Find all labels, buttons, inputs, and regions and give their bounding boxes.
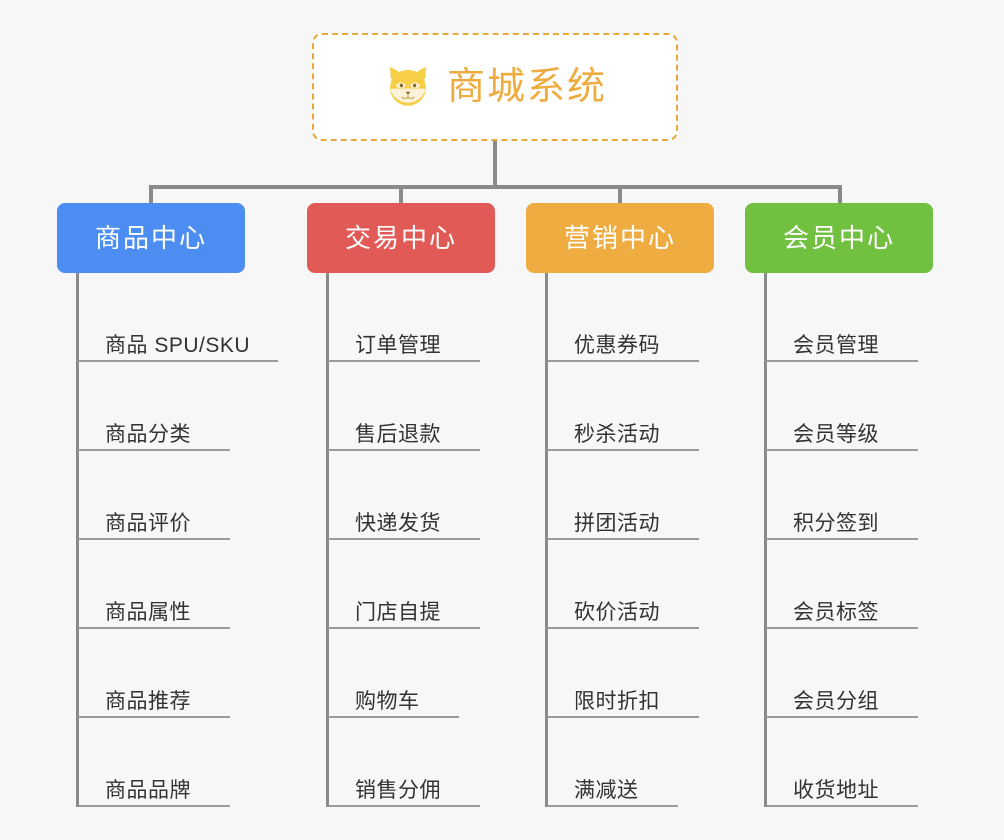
leaf-item-label: 收货地址 [793,779,879,802]
leaf-item-underline [328,449,480,451]
connector-drop-member-center [838,185,842,205]
leaf-item-label: 商品推荐 [105,690,191,713]
leaf-item[interactable]: 会员标签 [766,540,933,629]
leaf-item-label: 秒杀活动 [574,423,660,446]
leaf-item[interactable]: 砍价活动 [547,540,714,629]
leaf-item[interactable]: 售后退款 [328,362,495,451]
leaf-list-marketing-center: 优惠券码秒杀活动拼团活动砍价活动限时折扣满减送 [526,273,714,807]
leaf-item-underline [328,716,459,718]
category-header-label: 会员中心 [782,223,895,253]
leaf-item-label: 积分签到 [793,512,879,535]
leaf-item-label: 满减送 [574,779,639,802]
leaf-item-label: 会员标签 [793,601,879,624]
leaf-item-underline [547,716,699,718]
connector-drop-trade-center [399,185,403,205]
leaf-item-underline [78,805,230,807]
category-header-label: 营销中心 [563,223,676,253]
leaf-item[interactable]: 会员分组 [766,629,933,718]
leaf-item-underline [78,449,230,451]
leaf-item-label: 商品 SPU/SKU [105,334,251,357]
leaf-item-label: 售后退款 [355,423,441,446]
leaf-item-underline [766,360,918,362]
category-header-trade-center[interactable]: 交易中心 [307,203,495,273]
leaf-item-label: 商品品牌 [105,779,191,802]
connector-drop-product-center [149,185,153,205]
leaf-list-product-center: 商品 SPU/SKU 商品分类商品评价商品属性商品推荐商品品牌 [57,273,278,807]
category-header-product-center[interactable]: 商品中心 [57,203,245,273]
leaf-item[interactable]: 会员管理 [766,273,933,362]
connector-drop-marketing-center [618,185,622,205]
leaf-item[interactable]: 商品推荐 [78,629,245,718]
leaf-item-underline [328,538,480,540]
branch-column-marketing-center: 营销中心 优惠券码秒杀活动拼团活动砍价活动限时折扣满减送 [526,203,714,807]
leaf-item-underline [328,627,480,629]
leaf-item-underline [547,627,699,629]
leaf-item-label: 快递发货 [355,512,441,535]
branch-column-product-center: 商品中心 商品 SPU/SKU 商品分类商品评价商品属性商品推荐商品品牌 [57,203,278,807]
leaf-item[interactable]: 会员等级 [766,362,933,451]
leaf-item-label: 优惠券码 [574,334,660,357]
leaf-item[interactable]: 商品品牌 [78,718,245,807]
leaf-item[interactable]: 收货地址 [766,718,933,807]
leaf-item-underline [547,449,699,451]
leaf-item-label: 商品评价 [105,512,191,535]
leaf-item[interactable]: 销售分佣 [328,718,495,807]
leaf-item[interactable]: 拼团活动 [547,451,714,540]
root-node-title: 商城系统 [446,66,607,108]
leaf-item-label: 购物车 [355,690,420,713]
leaf-item-label: 砍价活动 [574,601,660,624]
leaf-item[interactable]: 订单管理 [328,273,495,362]
category-header-member-center[interactable]: 会员中心 [745,203,933,273]
leaf-item-underline [766,538,918,540]
leaf-item-label: 销售分佣 [355,779,441,802]
leaf-item[interactable]: 秒杀活动 [547,362,714,451]
leaf-item[interactable]: 快递发货 [328,451,495,540]
leaf-item-underline [78,716,230,718]
leaf-item[interactable]: 限时折扣 [547,629,714,718]
leaf-item-label: 订单管理 [355,334,441,357]
leaf-item-label: 会员等级 [793,423,879,446]
connector-horizontal-bus [149,185,842,189]
leaf-item-underline [328,805,480,807]
leaf-list-trade-center: 订单管理售后退款快递发货门店自提购物车销售分佣 [307,273,495,807]
leaf-item-underline [78,627,230,629]
shiba-inu-dog-face-icon [390,66,426,106]
category-header-label: 交易中心 [344,223,457,253]
leaf-item-underline [547,360,699,362]
leaf-item[interactable]: 门店自提 [328,540,495,629]
leaf-item-label: 门店自提 [355,601,441,624]
leaf-item-underline [766,805,918,807]
leaf-item[interactable]: 积分签到 [766,451,933,540]
leaf-item[interactable]: 购物车 [328,629,495,718]
leaf-item-label: 拼团活动 [574,512,660,535]
leaf-item[interactable]: 商品属性 [78,540,245,629]
leaf-item-label: 商品分类 [105,423,191,446]
leaf-item-underline [328,360,480,362]
leaf-item-underline [547,538,699,540]
leaf-item-underline [766,449,918,451]
leaf-item-underline [78,538,230,540]
leaf-item-label: 会员管理 [793,334,879,357]
root-node-mall-system[interactable]: 商城系统 [312,33,678,141]
category-header-label: 商品中心 [94,223,207,253]
leaf-item[interactable]: 满减送 [547,718,714,807]
leaf-item[interactable]: 商品分类 [78,362,245,451]
leaf-item-underline [78,360,278,362]
leaf-item-underline [766,627,918,629]
leaf-item[interactable]: 优惠券码 [547,273,714,362]
connector-root-stem [493,141,497,185]
category-header-marketing-center[interactable]: 营销中心 [526,203,714,273]
leaf-item-label: 商品属性 [105,601,191,624]
leaf-item[interactable]: 商品 SPU/SKU [78,273,278,362]
branch-column-trade-center: 交易中心 订单管理售后退款快递发货门店自提购物车销售分佣 [307,203,495,807]
leaf-item-label: 限时折扣 [574,690,660,713]
leaf-item-label: 会员分组 [793,690,879,713]
leaf-item-underline [766,716,918,718]
leaf-item-underline [547,805,678,807]
branch-column-member-center: 会员中心 会员管理会员等级积分签到会员标签会员分组收货地址 [745,203,933,807]
leaf-list-member-center: 会员管理会员等级积分签到会员标签会员分组收货地址 [745,273,933,807]
leaf-item[interactable]: 商品评价 [78,451,245,540]
